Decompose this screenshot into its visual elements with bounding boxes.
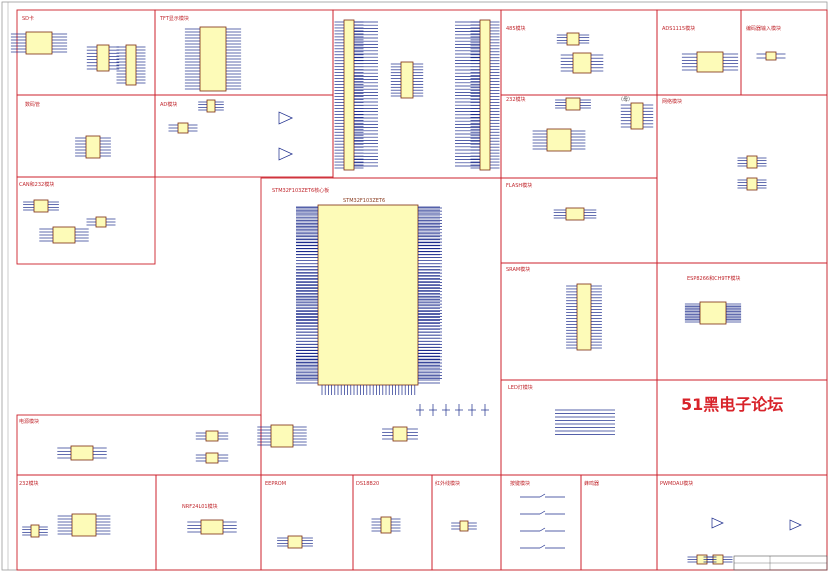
title-ad: AD模块 [160,101,177,108]
title-ds18b20: DS18B20 [356,481,379,487]
rs232-conn [565,97,581,111]
rs232-chip [546,128,572,152]
title-key: 按键模块 [510,480,530,487]
header-left [343,19,355,171]
net-conn-2 [746,177,758,191]
frame-tft [154,9,334,96]
frame-buzzer [580,474,658,571]
power-regulator [70,445,94,461]
title-232: 232模块 [506,96,526,103]
db9-port [630,102,644,130]
frame-can232 [16,176,156,265]
brand-watermark: 51黑电子论坛 [681,395,783,414]
opamp-symbol [789,519,802,531]
frame-ds18b20 [352,474,433,571]
frame-esp8266 [656,262,828,381]
title-buzzer: 蜂鸣器 [584,480,599,487]
wire-segment [539,527,546,532]
title-led: LED灯模块 [508,384,533,391]
port-note: （母） [618,97,633,103]
net-conn-1 [746,155,758,169]
ad-conn-2 [177,122,189,134]
eeprom-chip [287,535,303,549]
title-s232: 232模块 [19,480,39,487]
title-can232: CAN和232模块 [19,181,54,188]
s232-conn [30,524,40,538]
sd-card-socket [25,31,53,55]
title-sd-card: SD卡 [22,15,34,22]
rs485-chip [572,52,592,74]
title-485: 485模块 [506,25,526,32]
title-block [733,555,828,571]
opamp-symbol [711,517,724,529]
module-frames [16,9,828,571]
title-network: 网络模块 [662,98,682,105]
core-chip-label: STM32F103ZET6 [343,198,385,204]
power-conn-2 [205,452,219,464]
power-conn-1 [205,430,219,442]
frame-485 [500,9,658,96]
can-chip [52,226,76,244]
ir-receiver-tube [459,520,469,532]
header-mid [400,61,414,99]
title-pwm: PWMDAU模块 [660,480,693,487]
core-mcu-chip [317,204,419,386]
title-sram: SRAM模块 [506,266,530,273]
component-chips [25,19,777,565]
can-term [95,216,107,228]
title-ads1115: ADS1115模块 [662,25,695,32]
frame-eeprom [260,474,354,571]
ad-conn-1 [206,99,216,113]
title-esp8266: ESP8266和CH9TF模块 [687,275,740,282]
frame-encoder [740,9,828,96]
schematic-wiring [10,21,802,563]
frame-key [500,474,582,571]
title-digital-tube: 数码管 [25,101,40,108]
core-periph-chip [270,424,294,448]
title-power: 电源模块 [19,418,39,425]
wire-segment [539,493,546,498]
title-nrf: NRF24L01模块 [182,503,218,510]
sd-header [125,44,137,86]
title-encoder: 编码器输入模块 [746,25,781,32]
wire-segment [539,510,546,515]
rs485-conn [566,32,580,46]
header-right [479,19,491,171]
sd-connector [96,44,110,72]
ds18b20-sensor [380,516,392,534]
seven-seg-display [85,135,101,159]
title-ir-tube: 红外线模块 [435,480,460,487]
esp8266-outline [699,301,727,325]
frame-network [656,94,828,264]
tft-connector [199,26,227,92]
sram-chip [576,283,592,351]
module-titles: SD卡 TFT显示模块 485模块 ADS1115模块 编码器输入模块 数码管 … [19,15,781,510]
title-eeprom: EEPROM [265,481,286,487]
ads1115-chip [696,51,724,73]
core-osc [392,426,408,442]
title-flash: FLASH模块 [506,182,532,189]
frame-ad [154,94,334,178]
nrf-module [200,519,224,535]
flash-chip [565,207,585,221]
wire-segment [539,544,546,549]
title-core: STM32F103ZET6核心板 [272,187,329,194]
s232-chip [71,513,97,537]
title-tft: TFT显示模块 [159,15,189,22]
can-conn [33,199,49,213]
opamp-symbol [278,147,294,161]
opamp-symbol [278,111,294,125]
frame-flash [500,177,658,264]
frame-power [16,414,262,476]
encoder-conn [765,51,777,61]
